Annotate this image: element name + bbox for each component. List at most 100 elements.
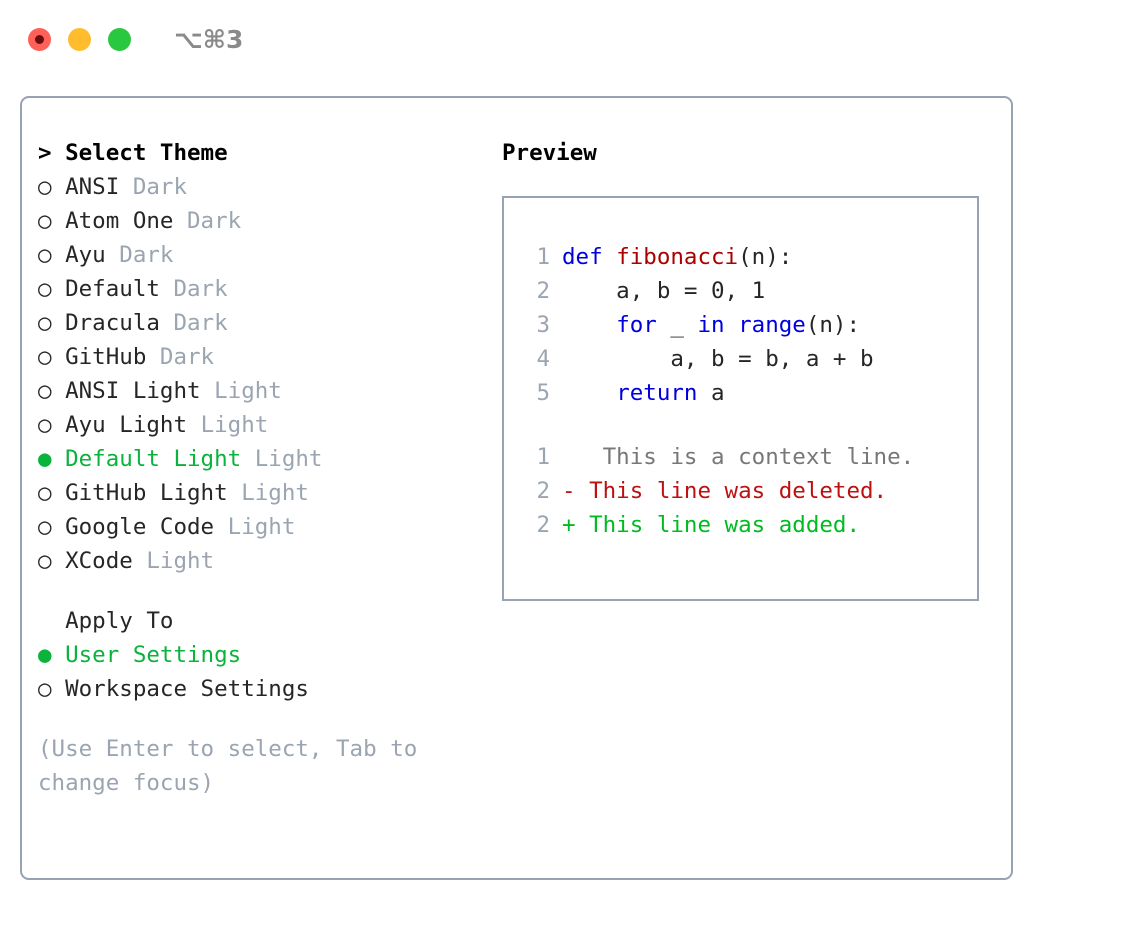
theme-item-label: ANSI (65, 174, 120, 200)
radio-unselected-icon: ○ (38, 480, 52, 506)
line-number: 1 (536, 444, 550, 470)
theme-item-atom-one[interactable]: ○ Atom One Dark (38, 204, 468, 238)
radio-unselected-icon: ○ (38, 242, 52, 268)
theme-list[interactable]: ○ ANSI Dark○ Atom One Dark○ Ayu Dark○ De… (38, 170, 468, 578)
radio-unselected-icon: ○ (38, 514, 52, 540)
theme-item-default[interactable]: ○ Default Dark (38, 272, 468, 306)
diff-text: This is a context line. (575, 444, 915, 470)
theme-item-label: Atom One (65, 208, 174, 234)
code-line: 4 a, b = b, a + b (504, 342, 977, 376)
theme-item-label: ANSI Light (65, 378, 201, 404)
radio-unselected-icon: ○ (38, 310, 52, 336)
apply-to-option-label: User Settings (65, 642, 242, 668)
diff-line: 1 This is a context line. (504, 440, 977, 474)
radio-unselected-icon: ○ (38, 276, 52, 302)
code-line: 5 return a (504, 376, 977, 410)
close-button[interactable] (28, 27, 51, 51)
theme-item-label: XCode (65, 548, 133, 574)
code-token (562, 380, 616, 406)
code-token: _ (656, 312, 698, 338)
theme-item-variant: Dark (119, 242, 174, 268)
radio-unselected-icon: ○ (38, 378, 52, 404)
line-number: 2 (536, 478, 550, 504)
line-number: 2 (536, 512, 550, 538)
theme-item-variant: Light (227, 514, 296, 540)
zoom-button[interactable] (108, 27, 131, 51)
theme-item-xcode[interactable]: ○ XCode Light (38, 544, 468, 578)
code-token: a, b = 0, 1 (562, 278, 766, 304)
main-panel: > Select Theme ○ ANSI Dark○ Atom One Dar… (20, 96, 1013, 880)
code-token: in (697, 312, 725, 338)
minimize-button[interactable] (68, 27, 91, 51)
code-line: 2 a, b = 0, 1 (504, 274, 977, 308)
theme-item-variant: Dark (159, 344, 215, 370)
theme-item-label: Default (65, 276, 160, 302)
code-line: 3 for _ in range(n): (504, 308, 977, 342)
code-token (725, 312, 739, 338)
theme-item-dracula[interactable]: ○ Dracula Dark (38, 306, 468, 340)
line-number: 1 (536, 244, 550, 270)
theme-item-label: Default Light (65, 446, 242, 472)
radio-unselected-icon: ○ (38, 208, 52, 234)
theme-item-variant: Dark (132, 174, 188, 200)
theme-item-variant: Dark (173, 276, 228, 302)
line-number: 5 (536, 380, 550, 406)
apply-to-header: Apply To (38, 608, 174, 634)
code-token: a (697, 380, 725, 406)
code-token: (n): (805, 312, 861, 338)
diff-text: This line was added. (575, 512, 861, 538)
apply-to-option-user-settings[interactable]: ● User Settings (38, 638, 468, 672)
code-token: return (616, 380, 698, 406)
theme-item-google-code[interactable]: ○ Google Code Light (38, 510, 468, 544)
radio-unselected-icon: ○ (38, 344, 52, 370)
theme-item-label: GitHub Light (65, 480, 228, 506)
theme-item-ayu[interactable]: ○ Ayu Dark (38, 238, 468, 272)
theme-item-variant: Dark (173, 310, 228, 336)
theme-selector-column: > Select Theme ○ ANSI Dark○ Atom One Dar… (38, 136, 468, 800)
diff-sample: 1 This is a context line.2- This line wa… (504, 440, 977, 542)
apply-to-option-workspace-settings[interactable]: ○ Workspace Settings (38, 672, 468, 706)
preview-title: Preview (502, 140, 597, 166)
radio-unselected-icon: ○ (38, 548, 52, 574)
apply-to-option-label: Workspace Settings (65, 676, 309, 702)
theme-item-github-light[interactable]: ○ GitHub Light Light (38, 476, 468, 510)
radio-unselected-icon: ○ (38, 174, 52, 200)
theme-item-label: Ayu (65, 242, 106, 268)
diff-marker (562, 444, 576, 470)
keyboard-shortcut-label: ⌥⌘3 (174, 24, 244, 54)
code-token: def (562, 244, 617, 270)
theme-item-variant: Light (254, 446, 323, 472)
diff-marker: - (562, 478, 576, 504)
theme-item-ansi[interactable]: ○ ANSI Dark (38, 170, 468, 204)
theme-item-variant: Light (214, 378, 282, 404)
line-number: 3 (536, 312, 550, 338)
code-token: (n): (738, 244, 793, 270)
radio-selected-icon: ● (38, 446, 52, 472)
code-token: a, b = b, a + b (562, 346, 874, 372)
theme-item-variant: Light (241, 480, 309, 506)
theme-item-github[interactable]: ○ GitHub Dark (38, 340, 468, 374)
diff-marker: + (562, 512, 576, 538)
theme-item-label: Dracula (65, 310, 160, 336)
radio-selected-icon: ● (38, 642, 52, 668)
select-theme-header: > Select Theme (38, 140, 228, 166)
theme-item-variant: Dark (187, 208, 242, 234)
apply-to-list[interactable]: ● User Settings○ Workspace Settings (38, 638, 468, 706)
code-token: range (738, 312, 806, 338)
diff-text: This line was deleted. (575, 478, 888, 504)
theme-item-variant: Light (146, 548, 215, 574)
diff-line: 2- This line was deleted. (504, 474, 977, 508)
keyboard-hint-text: (Use Enter to select, Tab to change focu… (38, 736, 418, 796)
theme-item-default-light[interactable]: ● Default Light Light (38, 442, 468, 476)
theme-item-ansi-light[interactable]: ○ ANSI Light Light (38, 374, 468, 408)
theme-item-ayu-light[interactable]: ○ Ayu Light Light (38, 408, 468, 442)
theme-item-label: Ayu Light (65, 412, 188, 438)
radio-unselected-icon: ○ (38, 676, 52, 702)
traffic-lights (28, 27, 131, 51)
line-number: 4 (536, 346, 550, 372)
